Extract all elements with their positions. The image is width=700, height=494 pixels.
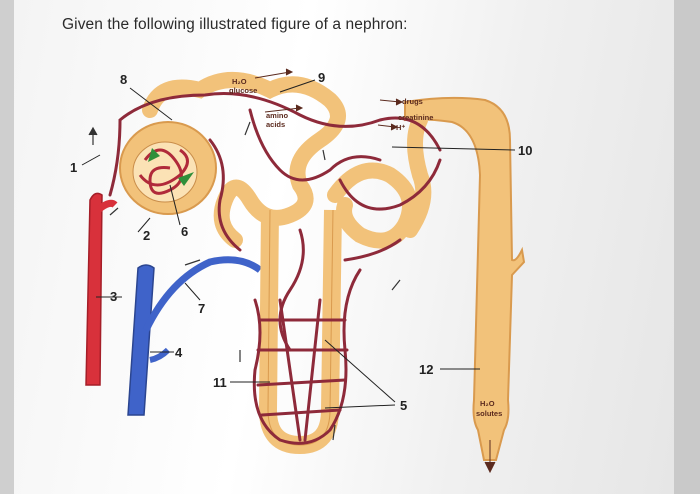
- label-amino: amino: [266, 111, 289, 120]
- number-8: 8: [120, 72, 127, 87]
- distal-tubule: [327, 112, 432, 249]
- loop-of-henle-edge: [267, 209, 334, 446]
- filtration-arrow-2: [178, 172, 194, 186]
- question-text: Given the following illustrated figure o…: [62, 16, 408, 33]
- number-9: 9: [318, 70, 325, 85]
- peritubular-capillaries: [108, 92, 442, 445]
- screen-bezel-left: [0, 0, 14, 494]
- label-h2o-top: H₂O: [232, 77, 247, 86]
- label-glucose: glucose: [229, 86, 257, 95]
- transport-arrows: [254, 68, 496, 474]
- number-7: 7: [198, 301, 205, 316]
- number-2: 2: [143, 228, 150, 243]
- artery-branch: [95, 199, 118, 213]
- collecting-duct: [404, 96, 526, 461]
- number-10: 10: [518, 143, 532, 158]
- leader-lines: [81, 79, 516, 409]
- number-12: 12: [419, 362, 433, 377]
- label-creatinine: creatinine: [398, 113, 433, 122]
- number-6: 6: [181, 224, 188, 239]
- number-4: 4: [175, 345, 183, 360]
- number-11: 11: [213, 375, 227, 390]
- label-solutes: solutes: [476, 409, 502, 418]
- number-5: 5: [400, 398, 407, 413]
- artery: [85, 192, 103, 386]
- label-drugs: drugs: [402, 97, 423, 106]
- number-3: 3: [110, 289, 117, 304]
- number-1: 1: [70, 160, 77, 175]
- proximal-tubule: [142, 72, 346, 248]
- screen-bezel-right: [674, 0, 700, 494]
- label-acids: acids: [266, 120, 285, 129]
- filtration-arrow: [148, 148, 160, 162]
- screen-area: [14, 0, 674, 494]
- vein: [127, 264, 155, 416]
- vein-branch: [142, 256, 263, 332]
- vein-branch-2: [149, 347, 171, 363]
- flow-arrows: [88, 121, 401, 441]
- label-h2o-bottom: H₂O: [480, 399, 495, 408]
- glomerulus: [138, 148, 189, 195]
- label-h-ion: H⁺: [396, 123, 405, 132]
